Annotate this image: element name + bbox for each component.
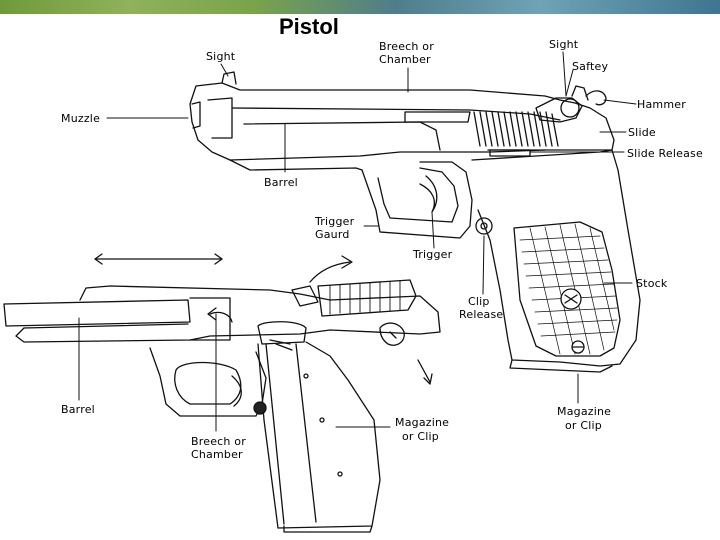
- label-sight-front: Sight: [206, 50, 235, 63]
- label-breech-bottom-line1: Breech or: [191, 435, 246, 448]
- label-breech-bottom-line2: Chamber: [191, 448, 243, 461]
- label-slide-release: Slide Release: [627, 147, 703, 160]
- label-magazine-right-line2: or Clip: [565, 419, 602, 432]
- label-barrel-top: Barrel: [264, 176, 298, 189]
- label-hammer: Hammer: [637, 98, 686, 111]
- label-sight-rear: Sight: [549, 38, 578, 51]
- label-magazine-right-line1: Magazine: [557, 405, 611, 418]
- label-safety: Saftey: [572, 60, 608, 73]
- label-stock: Stock: [636, 277, 667, 290]
- label-slide: Slide: [628, 126, 656, 139]
- label-muzzle: Muzzle: [61, 112, 100, 125]
- label-barrel-bottom: Barrel: [61, 403, 95, 416]
- label-magazine-mid-line1: Magazine: [395, 416, 449, 429]
- label-breech-top-line2: Chamber: [379, 53, 431, 66]
- lower-pistol-outline: [4, 254, 440, 532]
- label-clip-release-line1: Clip: [468, 295, 490, 308]
- label-breech-top-line1: Breech or: [379, 40, 434, 53]
- label-clip-release-line2: Release: [459, 308, 503, 321]
- label-trigger: Trigger: [413, 248, 452, 261]
- label-magazine-mid-line2: or Clip: [402, 430, 439, 443]
- upper-pistol-outline: [190, 72, 640, 372]
- label-trigger-guard-line2: Gaurd: [315, 228, 350, 241]
- motion-arrows: [95, 254, 432, 384]
- label-trigger-guard-line1: Trigger: [315, 215, 354, 228]
